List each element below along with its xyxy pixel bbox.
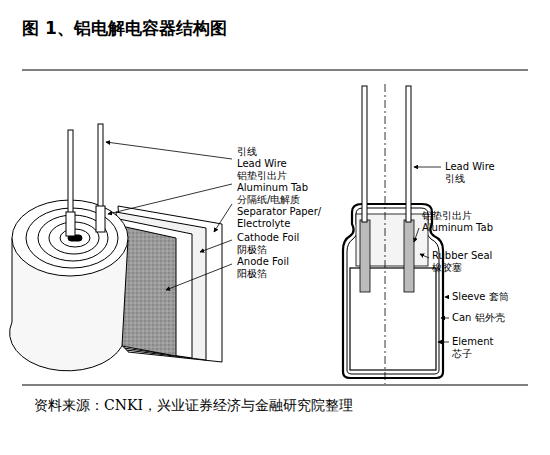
part-label: Lead Wire [445,161,495,173]
part-label: 铝垫引出片 [237,170,287,182]
bottom-rule [22,385,528,386]
part-label: 引线 [445,173,465,185]
part-label: Separator Paper/ Electrolyte [237,206,333,230]
part-label: 橡胶塞 [432,262,462,274]
part-label: Aluminum Tab [422,222,493,234]
part-label: Sleeve 套筒 [452,291,509,303]
lead-wires [66,124,105,236]
source-caption: 资料来源：CNKI，兴业证券经济与金融研究院整理 [34,396,353,414]
part-label: 铝垫引出片 [422,210,472,222]
part-label: Rubber Seal [432,250,492,262]
part-label: Element [452,336,493,348]
part-label: Lead Wire [237,158,287,170]
part-label: 阴极箔 [237,244,267,256]
part-label: 分隔纸/电解质 [237,194,300,206]
part-label: Cathode Foil [237,232,299,244]
part-label: 阳极箔 [237,268,267,280]
capacitor-section [343,84,443,384]
part-label: 引线 [237,146,257,158]
part-label: Anode Foil [237,256,289,268]
rolled-element [10,200,222,371]
top-rule [22,70,528,71]
part-label: 芯子 [452,348,472,360]
figure-title: 图 1、铝电解电容器结构图 [22,18,227,38]
part-label: Aluminum Tab [237,182,308,194]
part-label: Can 铝外壳 [452,312,505,324]
leader-lines [106,142,232,290]
